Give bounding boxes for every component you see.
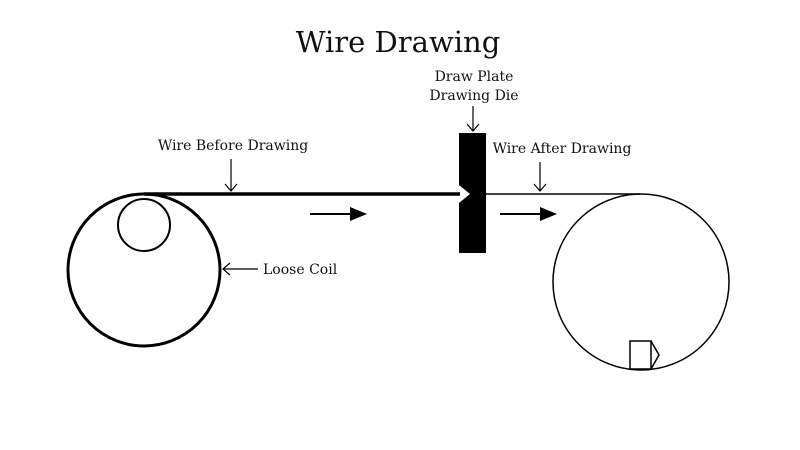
coil-hub (117, 198, 171, 252)
diagram-title: Wire Drawing (296, 25, 501, 59)
loose-coil (66, 192, 222, 348)
take-up-drum (552, 193, 730, 371)
wire-before-label: Wire Before Drawing (158, 138, 308, 154)
pointer-arrow-draw-plate (466, 106, 480, 132)
drawing-die-label: Drawing Die (429, 88, 518, 104)
pointer-arrow-loose-coil (222, 262, 258, 276)
wire-gripper (629, 340, 660, 370)
wire-after-label: Wire After Drawing (493, 141, 632, 157)
pointer-arrow-wire-before (224, 159, 238, 192)
draw-plate-label: Draw Plate (435, 69, 514, 85)
direction-arrow-right (500, 207, 557, 221)
pointer-arrow-wire-after (533, 162, 547, 192)
direction-arrow-left (310, 207, 367, 221)
draw-plate-die (459, 133, 486, 253)
loose-coil-label: Loose Coil (263, 262, 338, 278)
